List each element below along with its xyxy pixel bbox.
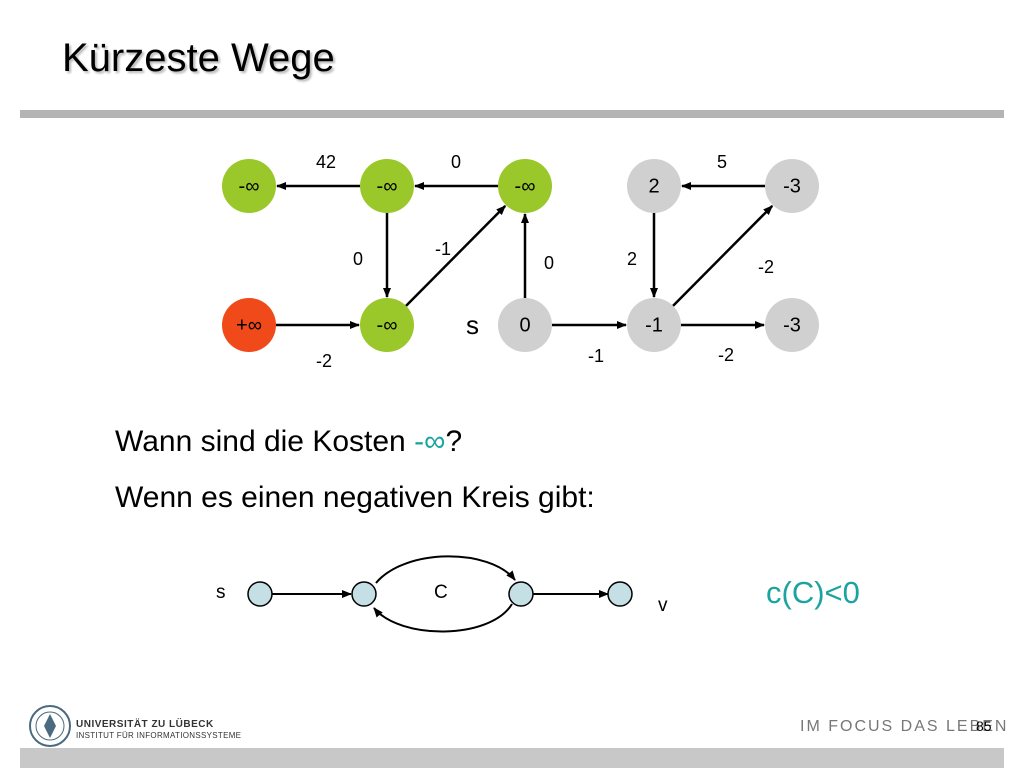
cycle-arc-top <box>375 555 516 584</box>
graph-node <box>222 159 276 213</box>
graph-edge <box>672 204 774 307</box>
question-prefix: Wann sind die Kosten <box>115 425 415 458</box>
page-number: 85 <box>976 718 992 734</box>
edge-weight: -1 <box>588 346 604 366</box>
edge-weight: 5 <box>717 152 727 172</box>
graph-node <box>765 159 819 213</box>
graph-node <box>360 298 414 352</box>
university-seal-icon <box>29 705 71 747</box>
edge-weight: 2 <box>627 249 637 269</box>
node-label: -3 <box>783 175 801 197</box>
graph-edge <box>405 204 507 307</box>
edge-weight: 0 <box>544 253 554 273</box>
cycle-node-s <box>247 581 273 607</box>
node-label: -3 <box>783 314 801 336</box>
graph-node <box>498 159 552 213</box>
title-divider <box>20 110 1004 118</box>
cycle-c-label: C <box>434 582 448 603</box>
answer-line: Wenn es einen negativen Kreis gibt: <box>115 481 595 514</box>
cycle-node-left <box>351 581 377 607</box>
node-label: -∞ <box>515 175 536 197</box>
cycle-node-right <box>508 581 534 607</box>
edge-weight: 0 <box>353 249 363 269</box>
institute-name: INSTITUT FÜR INFORMATIONSSYSTEME <box>76 731 242 740</box>
source-label: s <box>466 310 479 340</box>
node-label: -∞ <box>239 175 260 197</box>
graph-node <box>765 298 819 352</box>
cycle-arc-bottom <box>373 603 513 633</box>
cycle-v-label: v <box>658 595 668 616</box>
graph-node <box>360 159 414 213</box>
node-label: -1 <box>645 314 663 336</box>
university-name: UNIVERSITÄT ZU LÜBECK <box>76 719 214 730</box>
node-label: 0 <box>519 314 530 336</box>
question-suffix: ? <box>445 425 463 458</box>
graph-node <box>498 298 552 352</box>
edge-weight: 42 <box>316 152 336 172</box>
slide-title: Kürzeste Wege <box>62 36 335 80</box>
edge-weight: -2 <box>758 257 774 277</box>
bottom-bar <box>20 748 1004 768</box>
cycle-diagram: s C v <box>216 555 668 633</box>
graph-node <box>627 298 681 352</box>
graph-node <box>222 298 276 352</box>
cycle-s-label: s <box>216 582 226 603</box>
edge-weight: 0 <box>451 152 461 172</box>
cycle-node-v <box>607 581 633 607</box>
node-label: +∞ <box>236 314 262 336</box>
edge-weight: -2 <box>718 345 734 365</box>
footer-slogan: IM FOCUS DAS LEBEN <box>800 718 1009 735</box>
node-label: 2 <box>648 175 659 197</box>
graph-node <box>627 159 681 213</box>
edge-weight: -1 <box>435 239 451 259</box>
question-line: Wann sind die Kosten -∞? <box>115 425 462 459</box>
cycle-condition: c(C)<0 <box>766 575 860 610</box>
node-label: -∞ <box>377 175 398 197</box>
node-label: -∞ <box>377 314 398 336</box>
question-highlight: -∞ <box>414 425 446 458</box>
edge-weight: -2 <box>316 351 332 371</box>
